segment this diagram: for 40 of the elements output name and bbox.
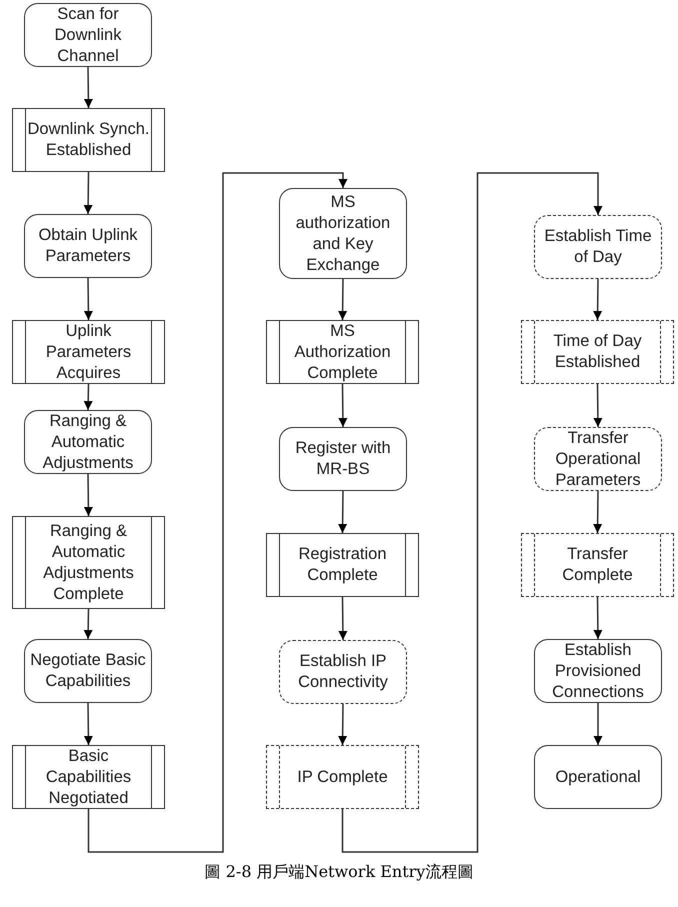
predefined-process-box: Transfer Complete [521, 533, 674, 597]
arrow [84, 172, 93, 214]
arrow [338, 384, 348, 427]
process-box: Operational [534, 745, 662, 809]
predefined-process-box: Registration Complete [266, 533, 419, 597]
arrow [594, 703, 602, 745]
process-box: Establish Time of Day [534, 215, 662, 279]
arrow [84, 66, 93, 108]
arrow [338, 278, 348, 320]
arrow [338, 597, 348, 640]
arrow [84, 278, 93, 320]
process-box: Register with MR-BS [279, 427, 407, 491]
arrow [593, 491, 602, 533]
predefined-process-box: Ranging & Automatic Adjustments Complete [12, 516, 165, 609]
process-box: Negotiate Basic Capabilities [24, 639, 152, 703]
process-box: Ranging & Automatic Adjustments [24, 410, 152, 474]
predefined-process-box: IP Complete [266, 745, 419, 809]
arrow [593, 384, 602, 427]
arrow [88, 172, 348, 853]
predefined-process-box: Uplink Parameters Acquires [12, 320, 165, 384]
process-box: Transfer Operational Parameters [534, 427, 662, 491]
process-box: MS authorization and Key Exchange [279, 188, 407, 279]
process-box: Scan for Downlink Channel [24, 3, 152, 67]
arrow [342, 172, 602, 853]
arrow [338, 491, 348, 533]
figure-caption: 圖 2-8 用戶端Network Entry流程圖 [204, 862, 474, 883]
process-box: Establish Provisioned Connections [534, 639, 662, 703]
process-box: Obtain Uplink Parameters [24, 214, 152, 278]
arrow [338, 704, 348, 746]
arrow [84, 474, 93, 516]
arrow [593, 597, 602, 639]
arrow [84, 384, 93, 410]
predefined-process-box: Basic Capabilities Negotiated [12, 745, 165, 809]
arrow [593, 278, 602, 320]
predefined-process-box: MS Authorization Complete [266, 320, 419, 384]
arrow [84, 703, 93, 745]
arrow [84, 608, 93, 640]
predefined-process-box: Downlink Synch. Established [12, 108, 165, 172]
process-box: Establish IP Connectivity [279, 640, 407, 704]
predefined-process-box: Time of Day Established [521, 320, 674, 384]
